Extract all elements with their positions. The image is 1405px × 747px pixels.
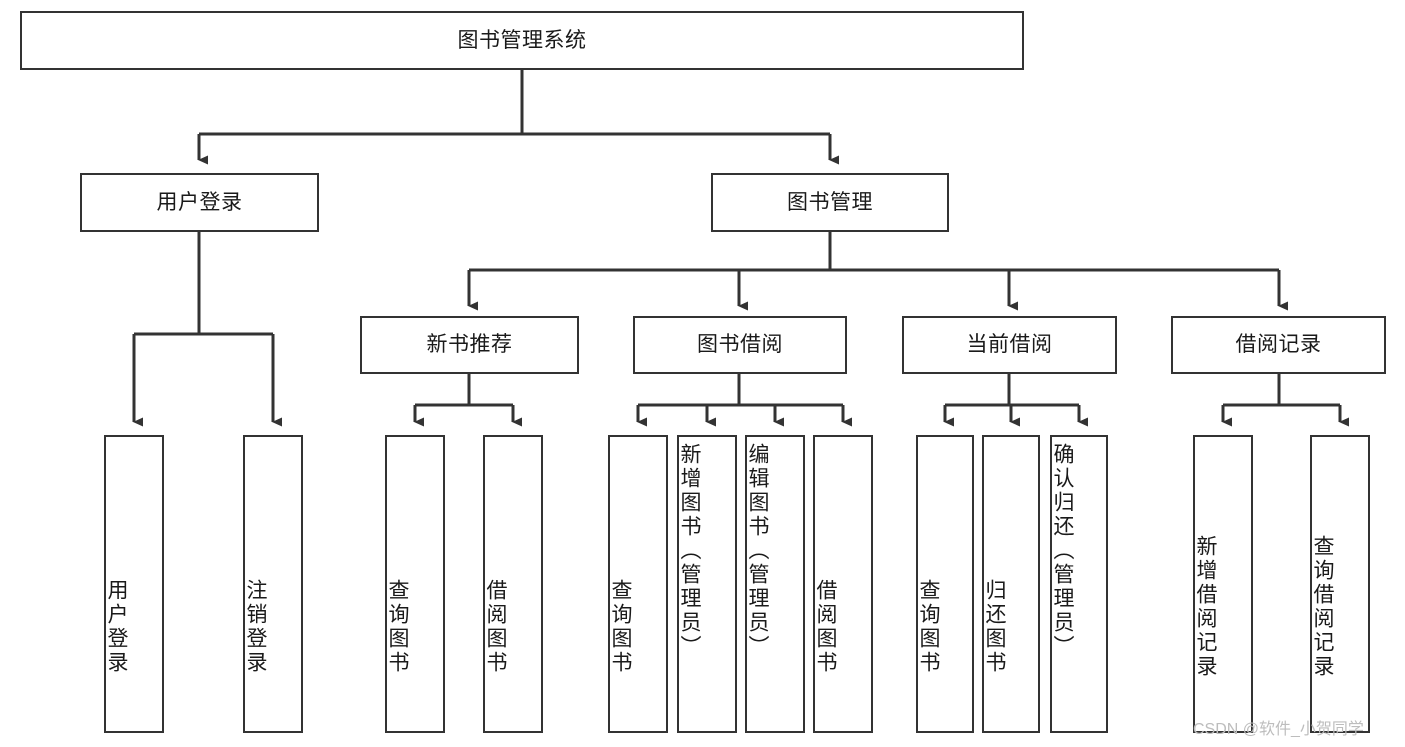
node-book-management[interactable]: 图书管理 [711, 173, 949, 232]
leaf-add-book-label: 新增图书（管理员） [678, 443, 701, 659]
leaf-query-record-label: 查询借阅记录 [1311, 535, 1334, 679]
leaf-query-record[interactable]: 查询借阅记录 [1310, 435, 1370, 733]
node-user-login[interactable]: 用户登录 [80, 173, 319, 232]
node-book-management-label: 图书管理 [787, 190, 873, 214]
leaf-query-book-1-label: 查询图书 [386, 579, 409, 675]
leaf-user-login[interactable]: 用户登录 [104, 435, 164, 733]
node-borrow-record-label: 借阅记录 [1235, 333, 1322, 357]
leaf-logout-login[interactable]: 注销登录 [243, 435, 303, 733]
node-new-book-recommend[interactable]: 新书推荐 [360, 316, 579, 374]
leaf-borrow-book-2[interactable]: 借阅图书 [813, 435, 873, 733]
node-book-borrow-label: 图书借阅 [697, 333, 783, 357]
leaf-query-book-2-label: 查询图书 [609, 579, 632, 675]
leaf-edit-book-label: 编辑图书（管理员） [746, 443, 769, 659]
leaf-query-book-2[interactable]: 查询图书 [608, 435, 668, 733]
node-root[interactable]: 图书管理系统 [20, 11, 1024, 70]
leaf-borrow-book-1[interactable]: 借阅图书 [483, 435, 543, 733]
leaf-return-book[interactable]: 归还图书 [982, 435, 1040, 733]
leaf-query-book-1[interactable]: 查询图书 [385, 435, 445, 733]
leaf-add-book[interactable]: 新增图书（管理员） [677, 435, 737, 733]
leaf-logout-login-label: 注销登录 [244, 579, 267, 675]
node-current-borrow-label: 当前借阅 [966, 333, 1053, 357]
node-new-book-recommend-label: 新书推荐 [426, 333, 513, 357]
leaf-edit-book[interactable]: 编辑图书（管理员） [745, 435, 805, 733]
leaf-add-record[interactable]: 新增借阅记录 [1193, 435, 1253, 733]
leaf-borrow-book-1-label: 借阅图书 [484, 579, 507, 675]
leaf-query-book-3-label: 查询图书 [917, 579, 940, 675]
leaf-return-book-label: 归还图书 [983, 579, 1006, 675]
node-book-borrow[interactable]: 图书借阅 [633, 316, 847, 374]
leaf-query-book-3[interactable]: 查询图书 [916, 435, 974, 733]
edges [132, 70, 1349, 427]
leaf-confirm-return-label: 确认归还（管理员） [1051, 443, 1074, 659]
node-borrow-record[interactable]: 借阅记录 [1171, 316, 1386, 374]
node-user-login-label: 用户登录 [156, 190, 243, 214]
leaf-user-login-label: 用户登录 [105, 579, 128, 675]
node-root-label: 图书管理系统 [457, 28, 587, 52]
node-current-borrow[interactable]: 当前借阅 [902, 316, 1117, 374]
watermark: CSDN @软件_小贺同学 [1193, 721, 1364, 738]
leaf-borrow-book-2-label: 借阅图书 [814, 579, 837, 675]
leaf-confirm-return[interactable]: 确认归还（管理员） [1050, 435, 1108, 733]
leaf-add-record-label: 新增借阅记录 [1194, 535, 1217, 679]
